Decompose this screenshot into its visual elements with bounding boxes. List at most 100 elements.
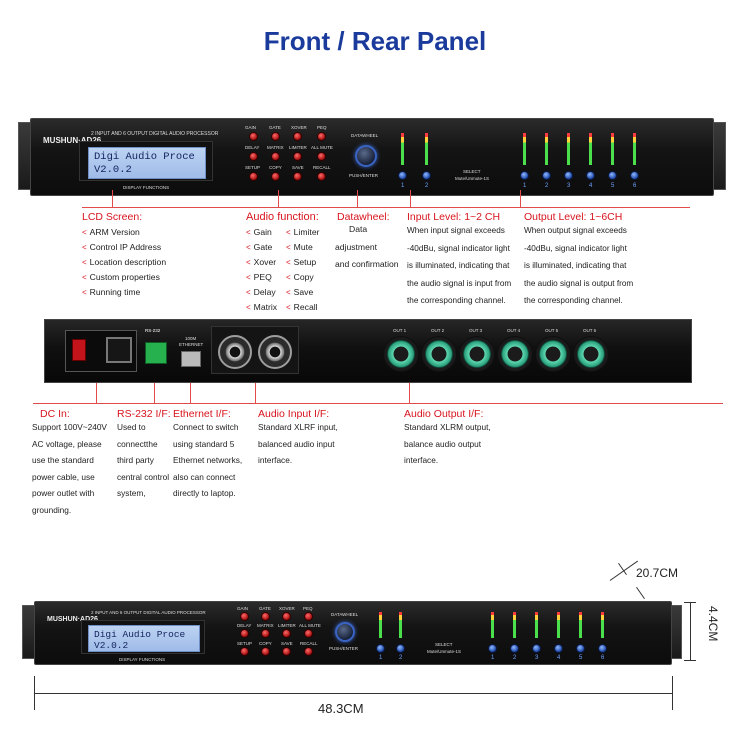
xlr-output-3[interactable] — [459, 336, 495, 372]
dc-in-line: power cable, use — [32, 471, 95, 482]
all-mute-button[interactable] — [317, 152, 326, 161]
gate-button[interactable] — [261, 612, 270, 621]
output-channel-4: 4 — [589, 183, 593, 189]
ethernet-line: using standard 5 — [173, 438, 235, 449]
copy-button[interactable] — [261, 647, 270, 656]
btn-label-gain: GAIN — [245, 125, 257, 130]
output-meters-bottom: 1 2 3 4 5 6 — [485, 612, 655, 664]
matrix-button[interactable] — [271, 152, 280, 161]
output-channel-4: 4 — [557, 655, 561, 661]
input-channel-1: 1 — [379, 655, 383, 661]
out-label-6: OUT 6 — [583, 328, 597, 333]
width-dimension: 48.3CM — [318, 701, 364, 716]
output-4-button[interactable] — [586, 171, 595, 180]
setup-button[interactable] — [249, 172, 258, 181]
output-2-button[interactable] — [542, 171, 551, 180]
btn-label-setup: SETUP — [245, 165, 261, 170]
setup-button[interactable] — [240, 647, 249, 656]
output-1-button[interactable] — [520, 171, 529, 180]
xover-button[interactable] — [282, 612, 291, 621]
front-annotation-rule — [82, 207, 690, 208]
gain-button[interactable] — [240, 612, 249, 621]
datawheel-heading: Datawheel: — [337, 211, 390, 223]
limiter-button[interactable] — [282, 629, 291, 638]
recall-button[interactable] — [304, 647, 313, 656]
power-inlet[interactable] — [106, 337, 132, 363]
input-channel-2: 2 — [425, 183, 429, 189]
output-meter-1 — [523, 133, 526, 165]
input-1-button[interactable] — [398, 171, 407, 180]
output-meter-1 — [491, 612, 494, 638]
xlr-output-5[interactable] — [535, 336, 571, 372]
input-2-button[interactable] — [396, 644, 405, 653]
dc-in-line: AC voltage, please — [32, 438, 102, 449]
output-level-line: the audio signal is output from — [524, 278, 634, 288]
rs232-terminal[interactable] — [145, 342, 167, 364]
output-6-button[interactable] — [630, 171, 639, 180]
xlr-output-6[interactable] — [573, 336, 609, 372]
xlr-output-1[interactable] — [383, 336, 419, 372]
output-channel-5: 5 — [579, 655, 583, 661]
datawheel-label-bottom: DATAWHEEL — [331, 612, 359, 617]
input-1-button[interactable] — [376, 644, 385, 653]
delay-button[interactable] — [249, 152, 258, 161]
save-button[interactable] — [282, 647, 291, 656]
audio-function-item: <Gain — [246, 227, 272, 237]
output-3-button[interactable] — [564, 171, 573, 180]
output-2-button[interactable] — [510, 644, 519, 653]
ethernet-port[interactable] — [181, 351, 201, 367]
ethernet-line: Connect to switch — [173, 422, 239, 432]
recall-button[interactable] — [317, 172, 326, 181]
xover-button[interactable] — [293, 132, 302, 141]
output-4-button[interactable] — [554, 644, 563, 653]
gate-button[interactable] — [271, 132, 280, 141]
xlr-input-1[interactable] — [218, 335, 252, 369]
peq-button[interactable] — [317, 132, 326, 141]
power-module — [65, 330, 137, 372]
lcd-item: <Location description — [82, 257, 167, 267]
datawheel-knob-bottom[interactable] — [335, 622, 355, 642]
save-button[interactable] — [293, 172, 302, 181]
dc-in-line: Support 100V~240V — [32, 422, 107, 432]
output-channel-5: 5 — [611, 183, 615, 189]
xlr-output-2[interactable] — [421, 336, 457, 372]
datawheel-knob[interactable] — [355, 145, 377, 167]
copy-button[interactable] — [271, 172, 280, 181]
width-dimension-line — [34, 693, 673, 694]
audio-input-line: balanced audio input — [258, 438, 335, 449]
dc-in-line: power outlet with — [32, 488, 95, 498]
gain-button[interactable] — [249, 132, 258, 141]
audio-function-heading: Audio function: — [246, 211, 319, 223]
delay-button[interactable] — [240, 629, 249, 638]
all-mute-button[interactable] — [304, 629, 313, 638]
audio-function-item: <Setup — [286, 257, 317, 267]
output-5-button[interactable] — [576, 644, 585, 653]
btn-label-setup: SETUP — [237, 641, 253, 646]
audio-function-col1: <Gain <Gate <Xover <PEQ <Delay <Matrix — [246, 225, 277, 315]
datawheel-line: adjustment — [335, 241, 378, 252]
power-switch[interactable] — [72, 339, 86, 361]
input-2-button[interactable] — [422, 171, 431, 180]
output-6-button[interactable] — [598, 644, 607, 653]
matrix-button[interactable] — [261, 629, 270, 638]
output-5-button[interactable] — [608, 171, 617, 180]
select-label-bottom: SELECT — [435, 642, 453, 647]
peq-button[interactable] — [304, 612, 313, 621]
input-meter-1 — [401, 133, 404, 165]
btn-label-peq: PEQ — [303, 606, 313, 611]
height-tick-bottom — [684, 660, 696, 661]
lcd-item: <ARM Version — [82, 227, 140, 237]
audio-function-item: <Recall — [286, 302, 318, 312]
leader-audio-function — [278, 190, 279, 207]
input-level-line: When input signal exceeds — [407, 226, 505, 235]
input-meters: 1 2 — [395, 133, 435, 191]
input-channel-2: 2 — [399, 655, 403, 661]
xlr-input-2[interactable] — [258, 335, 292, 369]
limiter-button[interactable] — [293, 152, 302, 161]
output-channel-6: 6 — [633, 183, 637, 189]
output-1-button[interactable] — [488, 644, 497, 653]
output-meter-2 — [545, 133, 548, 165]
btn-label-copy: COPY — [259, 641, 272, 646]
output-3-button[interactable] — [532, 644, 541, 653]
xlr-output-4[interactable] — [497, 336, 533, 372]
